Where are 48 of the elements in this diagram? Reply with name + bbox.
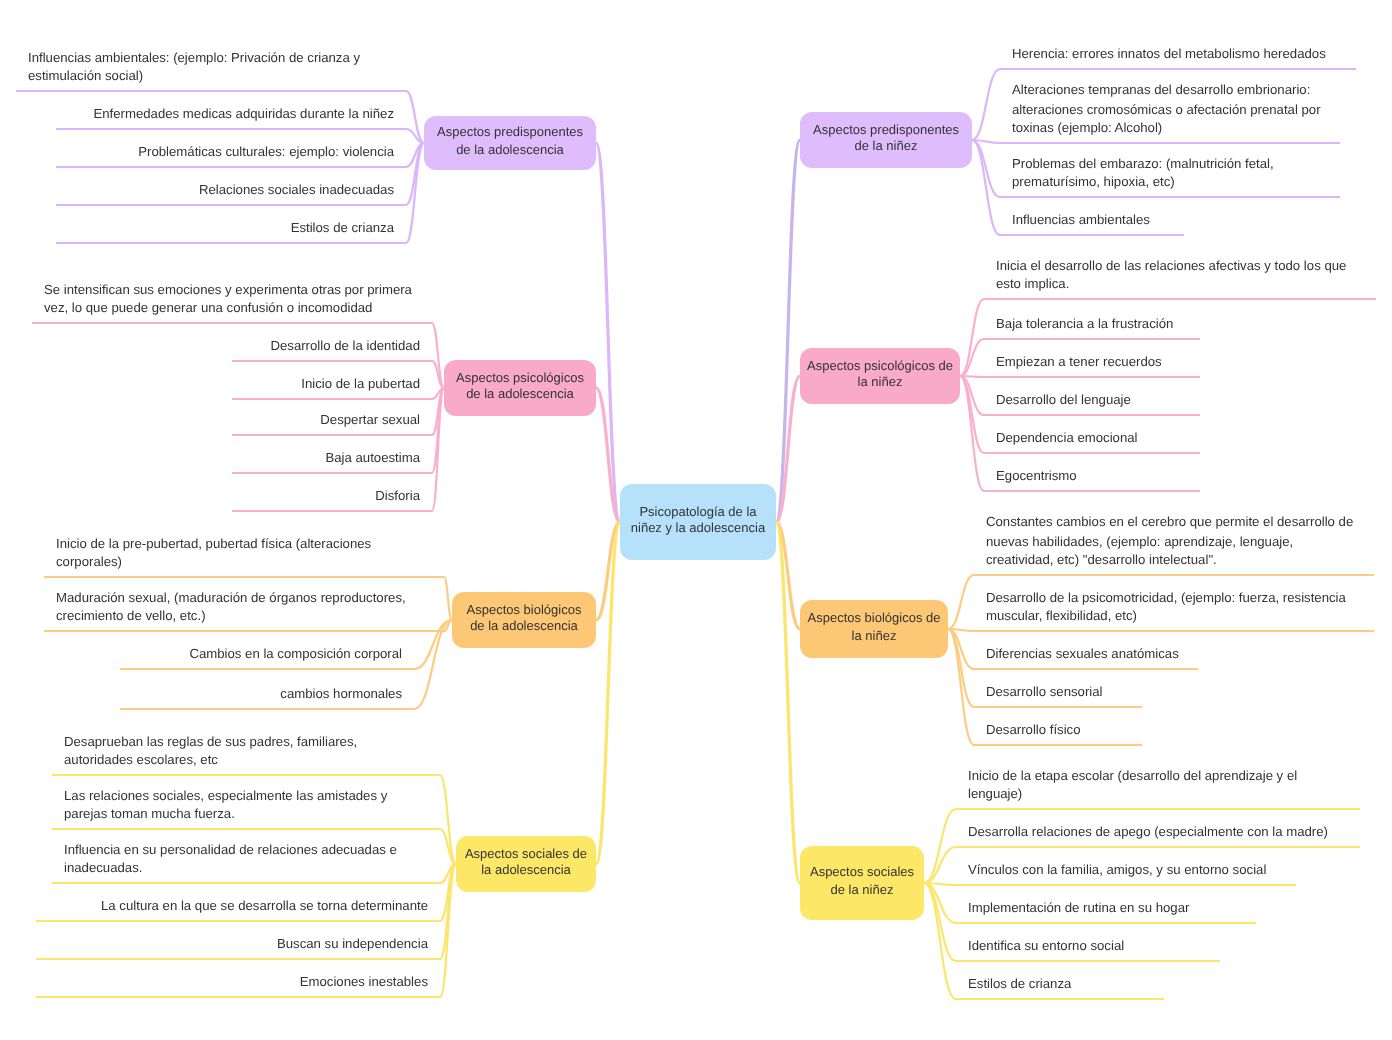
branch-line [971, 139, 1001, 236]
branch-line [959, 375, 985, 454]
branch-line [439, 863, 457, 998]
branch-line [923, 882, 957, 962]
branch-line [959, 375, 985, 492]
branch-line [594, 142, 622, 523]
branch-line [972, 138, 1000, 145]
branch-line [431, 387, 445, 436]
branch-line [959, 298, 985, 377]
branch-line [971, 138, 1001, 199]
branch-line [923, 807, 957, 885]
branch-line [923, 845, 957, 885]
branch-line [594, 521, 622, 865]
branch-line [947, 628, 975, 746]
branch-line [439, 862, 457, 885]
branch-line [947, 628, 975, 708]
branch-line [595, 520, 621, 622]
branch-line [431, 387, 445, 474]
branch-line [405, 142, 425, 244]
branch-line [405, 141, 425, 169]
branch-line [439, 828, 457, 865]
branch-line [431, 360, 445, 389]
branch-line [594, 386, 622, 524]
branch-line [960, 374, 984, 379]
branch-line [775, 520, 801, 631]
branch-line [959, 374, 985, 417]
branch-line [413, 618, 453, 671]
branch-line [774, 139, 802, 523]
branch-line [439, 863, 457, 960]
branch-line [405, 90, 425, 144]
branch-line [924, 881, 956, 887]
branch-line [431, 322, 445, 389]
branch-line [413, 618, 453, 711]
branch-line [948, 627, 974, 633]
branch-line [405, 142, 425, 206]
branch-line [439, 774, 457, 865]
branch-line [431, 387, 445, 512]
branch-line [923, 881, 957, 925]
branch-line [959, 337, 985, 378]
branch-line [405, 127, 425, 145]
branch-line [971, 68, 1001, 141]
branch-line [443, 576, 453, 621]
branch-line [923, 882, 957, 1000]
branch-line [947, 627, 975, 671]
branch-line [947, 573, 975, 631]
branch-line [774, 521, 802, 884]
branch-line [439, 863, 457, 922]
branch-line [774, 374, 802, 524]
